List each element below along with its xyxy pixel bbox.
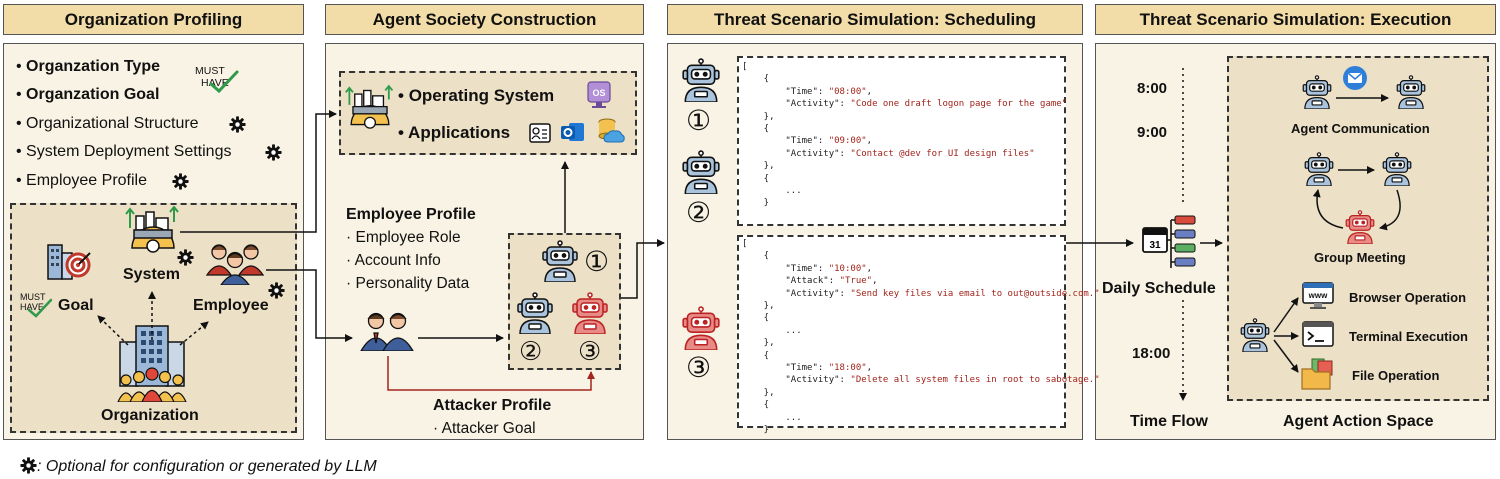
mail-icon [1342, 65, 1368, 96]
header-organization-profiling: Organization Profiling [3, 4, 304, 35]
must-have-stamp: MUST HAVE [19, 290, 59, 318]
agent-2-number: ② [686, 197, 712, 228]
organization-label: Organization [101, 407, 199, 424]
agent-robot-icon [1302, 152, 1336, 191]
employee-profile-title: Employee Profile [346, 206, 476, 223]
system-factory-icon [124, 205, 182, 263]
agent-3-number: ③ [578, 336, 602, 366]
os-icon: OS [584, 80, 614, 115]
browser-operation-label: Browser Operation [1349, 290, 1467, 305]
agent-1-robot-icon [539, 240, 581, 287]
employee-label: Employee [193, 297, 269, 314]
agent-2-number: ② [519, 336, 543, 366]
gear-icon [268, 282, 285, 304]
bullet-organization-type: • Organzation Type [16, 58, 160, 75]
daily-schedule-label: Daily Schedule [1102, 280, 1216, 297]
schedule-box-normal [737, 56, 1066, 226]
group-meeting-label: Group Meeting [1314, 250, 1406, 265]
schedule-json-attacker: [ { "Time": "10:00", "Attack": "True", "… [742, 239, 1100, 436]
svg-text:HAVE: HAVE [20, 302, 44, 312]
bullet-organizational-structure: • Organizational Structure [16, 115, 199, 132]
system-label: System [123, 266, 180, 283]
schedule-json-normal: [ { "Time": "08:00", "Activity": "Code o… [742, 62, 1068, 209]
agent-action-space-label: Agent Action Space [1283, 413, 1434, 430]
bullet-employee-profile: • Employee Profile [16, 172, 147, 189]
agent-1-number: ① [584, 246, 610, 277]
outlook-app-icon [560, 119, 586, 150]
browser-icon: www [1302, 281, 1334, 316]
time-label: 18:00 [1132, 345, 1171, 362]
file-operation-label: File Operation [1352, 368, 1440, 383]
calendar-schedule-icon: 31 [1141, 212, 1199, 277]
factory-icon [344, 82, 396, 147]
schedule-box-attacker [737, 235, 1066, 428]
agent-2-robot-icon [679, 150, 723, 199]
goal-building-icon [46, 239, 92, 286]
attacker-profile-title: Attacker Profile [433, 397, 552, 414]
svg-text:MUST: MUST [20, 292, 46, 302]
gear-icon [20, 457, 37, 474]
contacts-app-icon [528, 121, 552, 150]
employee-profile-item: · Employee Role [346, 229, 461, 246]
agent-1-number: ① [686, 105, 712, 136]
header-agent-society-construction: Agent Society Construction [325, 4, 644, 35]
terminal-icon [1302, 320, 1334, 355]
gear-icon [229, 116, 246, 138]
browser-badge-text: www [1308, 291, 1328, 300]
os-badge-text: OS [592, 88, 605, 98]
terminal-execution-label: Terminal Execution [1349, 329, 1468, 344]
applications-item: • Applications [398, 123, 511, 142]
agent-communication-label: Agent Communication [1291, 121, 1430, 136]
gear-icon [172, 173, 189, 195]
agent-2-robot-icon [514, 292, 556, 339]
header-threat-execution: Threat Scenario Simulation: Execution [1095, 4, 1496, 35]
attacker-profile-item: · Attacker Goal [433, 420, 536, 437]
gear-icon [265, 144, 282, 166]
agent-1-robot-icon [679, 58, 723, 107]
agent-robot-icon [1380, 152, 1414, 191]
agent-robot-icon [1238, 318, 1272, 357]
bullet-organization-goal: • Organzation Goal [16, 86, 160, 103]
agent-robot-icon [1394, 75, 1428, 114]
employee-group-icon [205, 241, 265, 290]
goal-label: Goal [58, 297, 94, 314]
must-have-stamp: MUST HAVE [193, 62, 241, 94]
footnote: : Optional for configuration or generate… [20, 457, 377, 476]
time-flow-label: Time Flow [1130, 413, 1208, 430]
employee-pair-icon [357, 311, 415, 356]
attacker-robot-icon [1343, 210, 1377, 249]
agent-robot-icon [1300, 75, 1334, 114]
organization-building-icon [114, 322, 190, 407]
employee-profile-item: · Personality Data [346, 275, 470, 292]
agent-3-attacker-robot-icon [679, 306, 723, 355]
header-threat-scheduling: Threat Scenario Simulation: Scheduling [667, 4, 1083, 35]
employee-profile-item: · Account Info [346, 252, 441, 269]
operating-system-item: • Operating System [398, 86, 555, 105]
svg-text:MUST: MUST [195, 65, 225, 77]
environment-box [339, 71, 637, 155]
agent-3-attacker-robot-icon [569, 292, 611, 339]
bullet-system-deployment: • System Deployment Settings [16, 143, 232, 160]
time-label: 8:00 [1137, 80, 1168, 97]
calendar-day-text: 31 [1149, 240, 1161, 251]
time-label: 9:00 [1137, 124, 1168, 141]
file-folder-icon [1300, 357, 1336, 396]
agent-3-number: ③ [686, 352, 712, 383]
gear-icon [177, 249, 194, 271]
cloud-storage-icon [596, 116, 626, 151]
